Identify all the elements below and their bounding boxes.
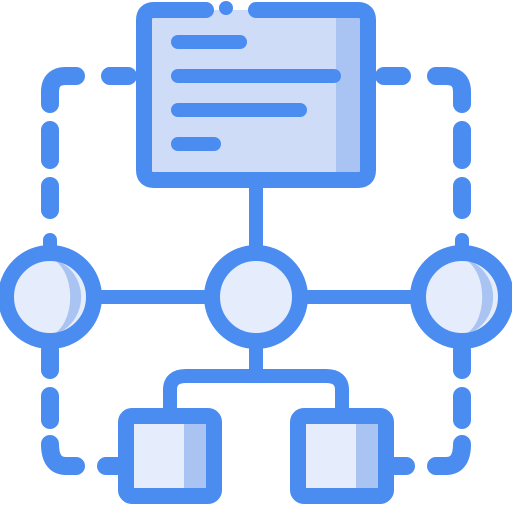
node-circle-center: [204, 245, 308, 349]
node-circle-left: [0, 245, 102, 349]
dashed-corner-top-right-arc: [427, 67, 471, 113]
node-circle-left-outline: [0, 245, 102, 349]
bottom-box-right-outline: [290, 408, 394, 504]
bottom-box-left: [118, 408, 222, 504]
dashed-corner-bottom-left-arc: [41, 435, 85, 475]
bottom-boxes: [118, 408, 394, 504]
node-circle-right-outline: [410, 245, 512, 349]
document-card-shade: [336, 16, 362, 174]
document-card-outline: [136, 2, 376, 188]
dashed-corner-top-left-arc: [41, 67, 85, 113]
node-circle-right-shade: [462, 258, 494, 336]
bottom-box-left-outline: [118, 408, 222, 504]
document-card: [136, 1, 376, 188]
bottom-box-right: [290, 408, 394, 504]
dashed-corner-bottom-right-arc: [427, 435, 471, 475]
node-circle-center-fill: [212, 253, 300, 341]
node-circle-left-shade: [50, 258, 82, 336]
bottom-box-right-shade: [356, 420, 380, 492]
connector-center-down-branch: [163, 335, 349, 417]
document-text-lines: [171, 35, 341, 151]
bottom-box-left-shade: [184, 420, 208, 492]
node-circles: [0, 245, 512, 349]
document-card-dot: [219, 1, 233, 15]
node-circle-center-outline: [204, 245, 308, 349]
node-circle-right: [410, 245, 512, 349]
